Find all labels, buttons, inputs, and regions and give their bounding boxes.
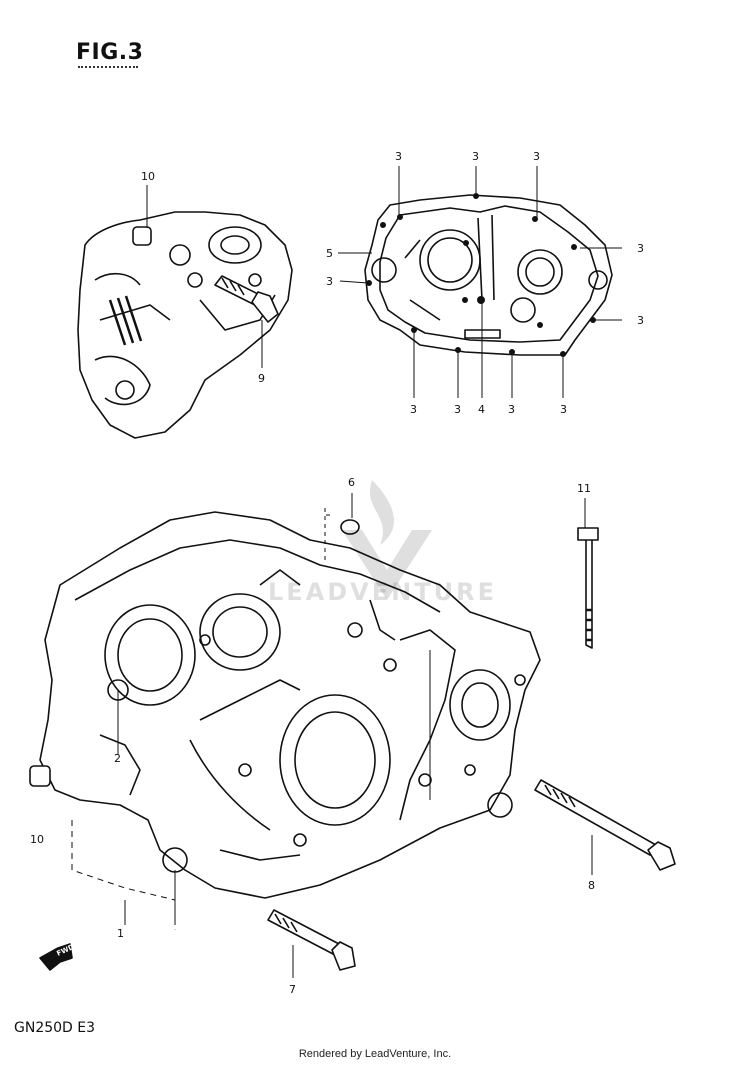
callout-3-bottom-2: 3 <box>454 403 461 416</box>
front-direction-arrow-icon <box>39 943 73 971</box>
o-ring-6-part <box>340 519 360 535</box>
bolt-7-part <box>267 909 356 971</box>
callout-3-bottom-4: 3 <box>560 403 567 416</box>
callout-10-lower: 10 <box>30 833 44 846</box>
callout-5: 5 <box>326 247 333 260</box>
bolt-8-part <box>534 779 676 871</box>
callout-3-bottom-1: 3 <box>410 403 417 416</box>
callout-4: 4 <box>478 403 485 416</box>
callout-7: 7 <box>289 983 296 996</box>
figure-title: FIG.3 <box>76 40 144 65</box>
render-credit: Rendered by LeadVenture, Inc. <box>298 1048 452 1060</box>
callout-leader-lines <box>71 166 622 978</box>
dowel-pin-part <box>132 226 152 246</box>
callout-1: 1 <box>117 927 124 940</box>
callout-3-left: 3 <box>326 275 333 288</box>
oil-level-gauge-11-part <box>577 527 599 649</box>
callout-11: 11 <box>577 482 591 495</box>
callout-3-right-lower: 3 <box>637 314 644 327</box>
callout-3-top-right: 3 <box>533 150 540 163</box>
crankcase-mating-surface-part <box>364 194 613 356</box>
model-code: GN250D E3 <box>14 1020 96 1036</box>
figure-title-underline <box>78 66 138 68</box>
dowel-pin-lower-part <box>29 765 51 787</box>
callout-3-top-left: 3 <box>395 150 402 163</box>
callout-2: 2 <box>114 752 121 765</box>
callout-6: 6 <box>348 476 355 489</box>
bolt-9-part <box>214 275 279 323</box>
callout-8: 8 <box>588 879 595 892</box>
crankcase-assembly-part <box>39 511 541 899</box>
watermark-logo-icon <box>342 480 432 600</box>
callout-10-upper: 10 <box>141 170 155 183</box>
callout-9: 9 <box>258 372 265 385</box>
crankcase-left-view-part <box>77 211 293 439</box>
callout-3-bottom-3: 3 <box>508 403 515 416</box>
callout-3-top-center: 3 <box>472 150 479 163</box>
callout-3-right-upper: 3 <box>637 242 644 255</box>
